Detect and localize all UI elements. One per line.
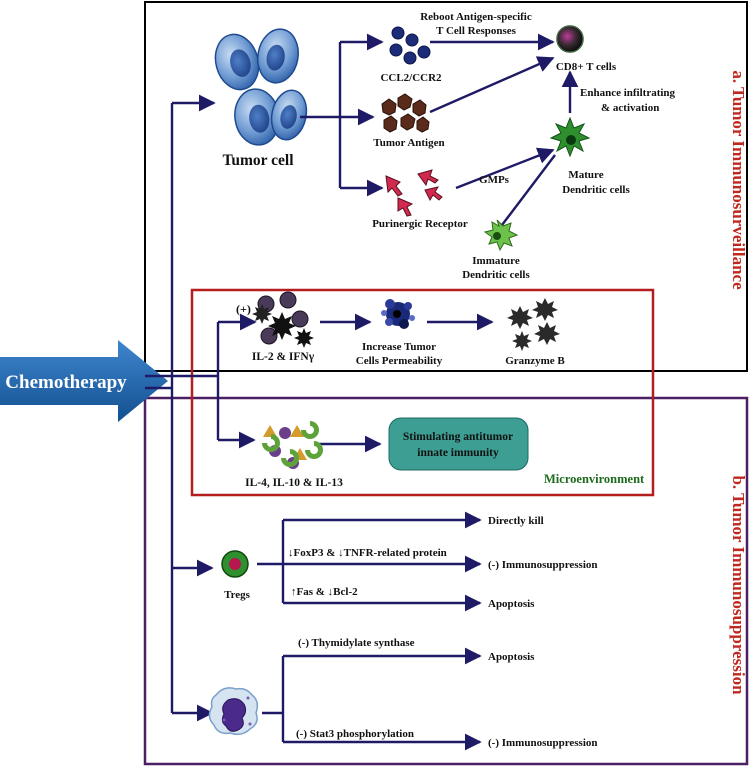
immature-label-line1: Immature [472,255,520,267]
il2-label: IL-2 & IFNγ [252,351,315,363]
tumor-cell-label: Tumor cell [222,152,294,169]
stimulating-label-line1: Stimulating antitumor [403,431,513,443]
immunosuppression-label-2: (-) Immunosuppression [488,737,598,749]
apoptosis-label-2: Apoptosis [488,651,535,663]
plus-label: (+) [236,302,251,316]
increase-label-line2: Cells Permeability [356,355,443,367]
mdsc-arrows [262,647,482,751]
directly-kill-label: Directly kill [488,515,544,527]
ccl2-label: CCL2/CCR2 [380,72,442,84]
enhance-label-line1: Enhance infiltrating [580,87,676,99]
chemotherapy-arrow: Chemotherapy [0,340,168,422]
box-immunosuppression [143,396,749,766]
cd8-t-cell-icon [556,25,584,53]
stimulating-label-line2: innate immunity [417,447,499,459]
box-immunosurveillance [144,1,748,372]
cd8-label: CD8+ T cells [556,61,617,73]
increase-label-line1: Increase Tumor [362,341,436,353]
tregs-icon [221,550,249,578]
granzyme-b-icon [507,298,560,351]
reboot-label-line2: T Cell Responses [436,25,517,37]
tregs-label: Tregs [224,589,251,601]
stat3-label: (-) Stat3 phosphorylation [296,728,414,740]
apoptosis-label-1: Apoptosis [488,598,535,610]
tregs-arrows [257,511,482,612]
enhance-label-line2: & activation [601,102,659,114]
ccl2-ccr2-icon [389,26,431,65]
mdsc-cell-icon [208,687,259,736]
mature-label-line2: Dendritic cells [562,184,630,196]
micro-arrows [316,313,494,453]
chemo-connectors [145,94,257,722]
cd8-arrows [429,33,579,226]
section-b-label: b. Tumor Immunosuppression [729,475,748,695]
immunosuppression-label-1: (-) Immunosuppression [488,559,598,571]
thymidylate-label: (-) Thymidylate synthase [298,637,415,649]
purinergic-label: Purinergic Receptor [372,218,468,230]
immature-dendritic-cell-icon [483,219,519,252]
fas-label: ↑Fas & ↓Bcl-2 [291,586,358,598]
il4-label: IL-4, IL-10 & IL-13 [245,477,343,489]
tumor-cell-icon [214,28,308,146]
il4-il10-il13-icon [262,421,323,469]
mature-label-line1: Mature [568,169,603,181]
chemotherapy-label: Chemotherapy [5,372,127,393]
microenvironment-label: Microenvironment [544,472,645,486]
il2-ifng-icon [252,291,314,348]
foxp3-label: ↓FoxP3 & ↓TNFR-related protein [288,547,447,559]
tumor-branch-arrows [300,33,384,197]
box-microenvironment [190,288,655,497]
tumor-antigen-label: Tumor Antigen [373,137,444,149]
immature-label-line2: Dendritic cells [462,269,530,281]
granzyme-label: Granzyme B [505,355,565,367]
tumor-antigen-icon [381,93,430,133]
purinergic-receptor-icon [385,169,443,217]
gmps-label: GMPs [479,174,510,186]
permeability-icon [381,299,415,329]
section-a-label: a. Tumor Immunosurveillance [729,70,748,290]
reboot-label-line1: Reboot Antigen-specific [420,11,532,23]
stimulating-antitumor-box [388,417,529,471]
mature-dendritic-cell-icon [549,116,591,158]
